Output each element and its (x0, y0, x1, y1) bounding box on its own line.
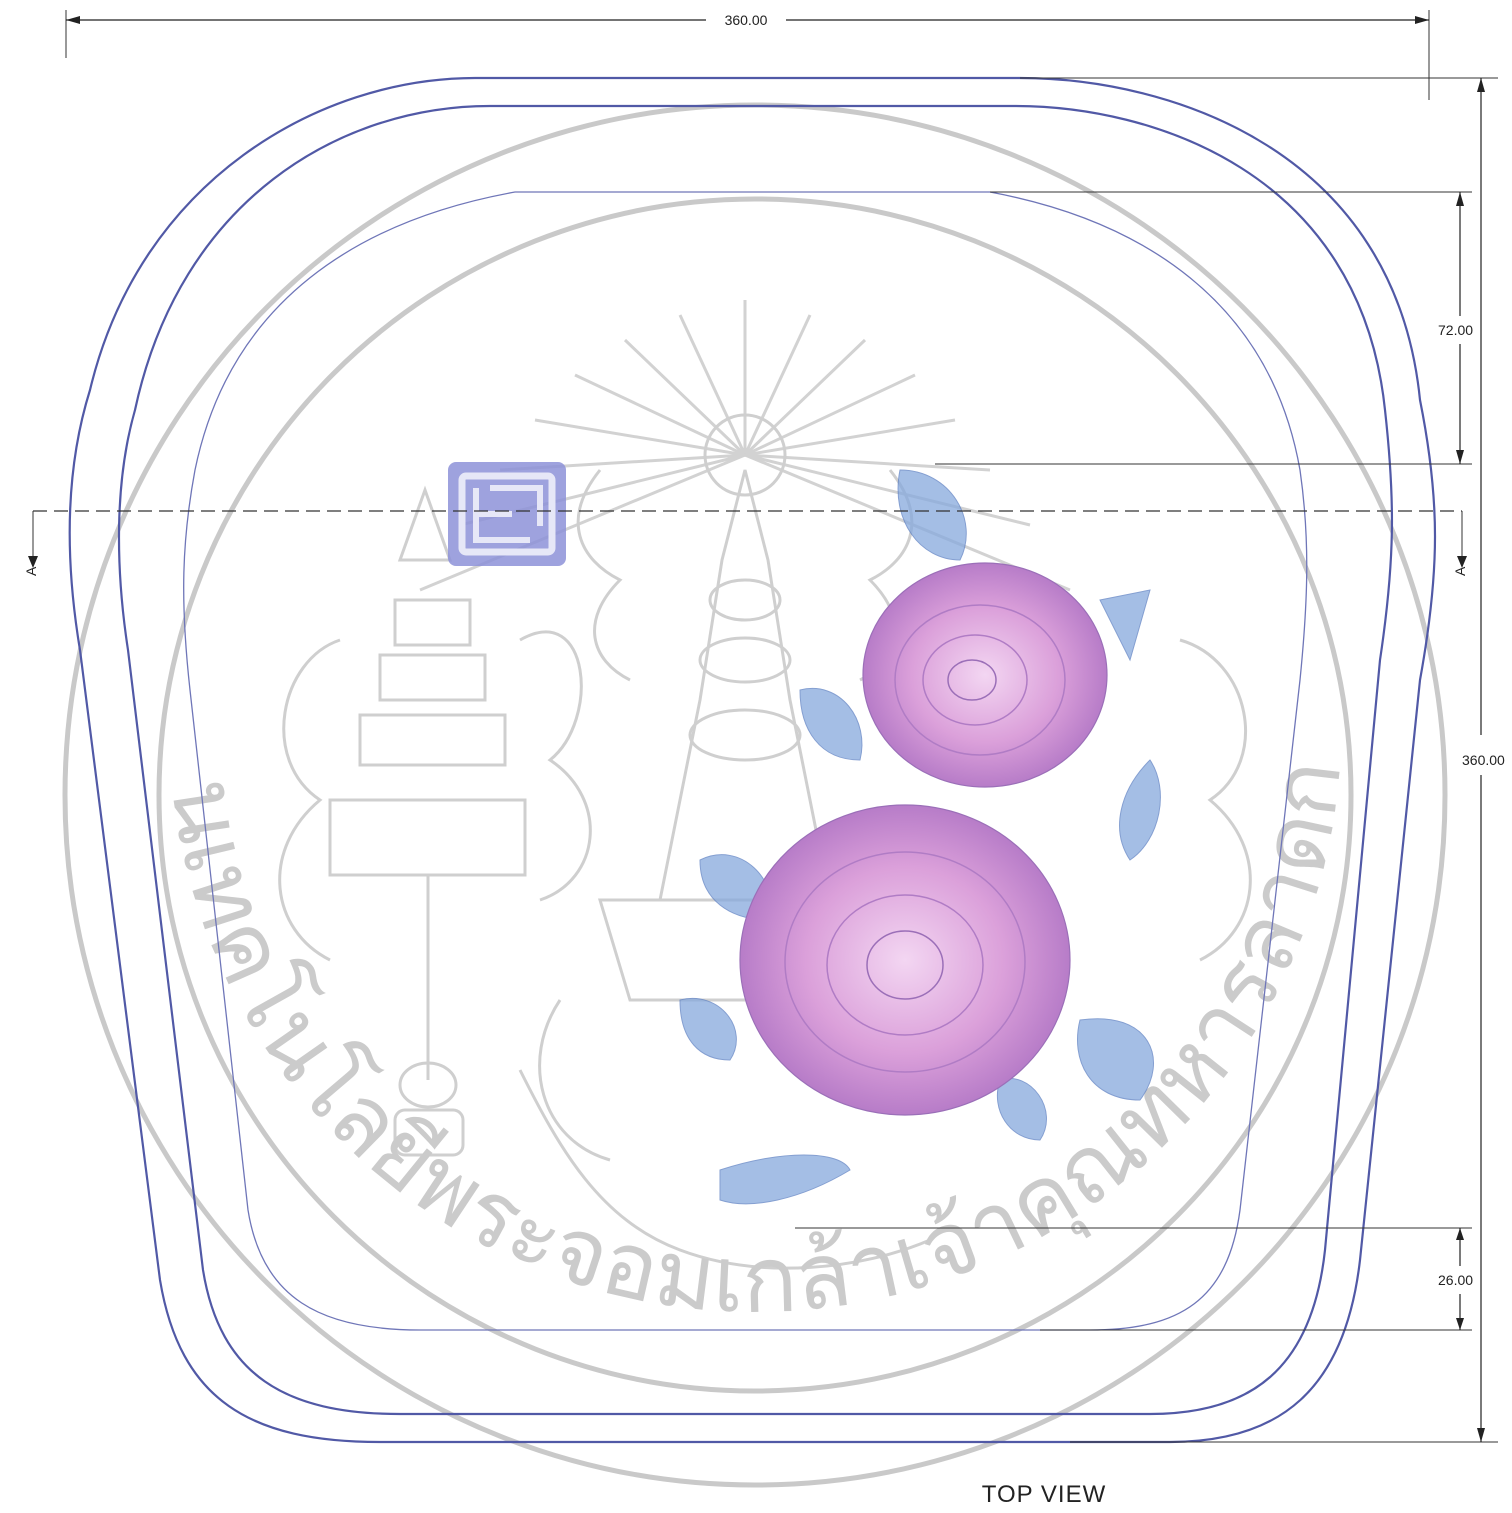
section-marker-left: A (23, 566, 39, 576)
ep-logo-icon (448, 462, 566, 566)
view-label: TOP VIEW (982, 1481, 1106, 1508)
overall-height-value: 360.00 (1462, 752, 1505, 768)
rose-artwork (679, 469, 1161, 1205)
section-marker-right: A (1452, 566, 1468, 576)
seal-arc-text: สถาบันเทคโนโลยีพระจอมเกล้าเจ้าคุณทหารลาด… (0, 0, 1362, 1334)
dimension-overall-width: 360.00 (65, 10, 1430, 100)
leaf-cluster (679, 469, 1161, 1205)
institute-seal-watermark: สถาบันเทคโนโลยีพระจอมเกล้าเจ้าคุณทหารลาด… (0, 0, 1448, 1488)
dimension-overall-height: 360.00 (1020, 77, 1505, 1443)
tiered-umbrella (328, 485, 527, 1157)
second-outline (117, 104, 1394, 1416)
dimension-bottom-offset: 26.00 (795, 1227, 1473, 1331)
lower-rose (739, 804, 1071, 1116)
dimension-top-offset: 72.00 (935, 191, 1473, 465)
bottom-offset-value: 26.00 (1438, 1272, 1473, 1288)
upper-rose (862, 562, 1108, 788)
top-offset-value: 72.00 (1438, 322, 1473, 338)
section-line-a: A A (23, 510, 1468, 576)
overall-width-value: 360.00 (725, 12, 768, 28)
